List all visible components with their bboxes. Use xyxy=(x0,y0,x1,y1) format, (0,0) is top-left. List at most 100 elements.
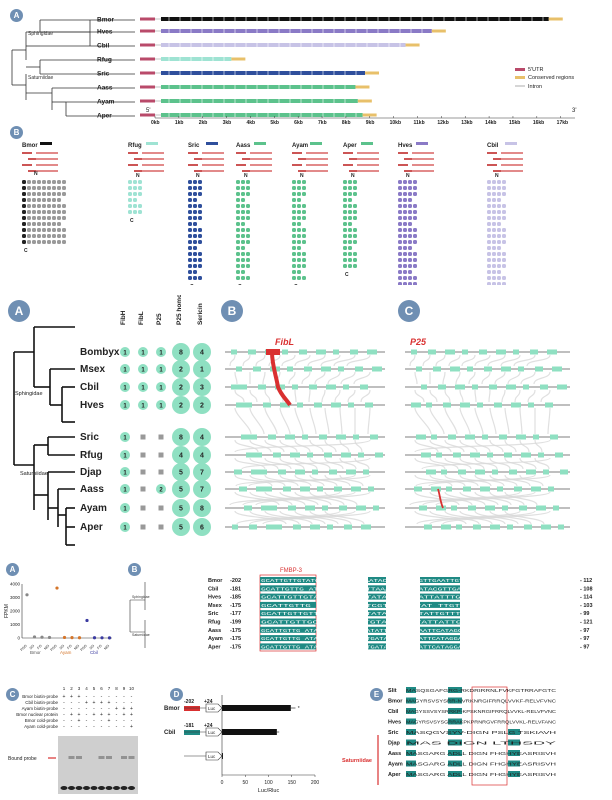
repeat-unit xyxy=(236,186,240,190)
repeat-unit xyxy=(398,270,402,274)
condition-sign: - xyxy=(93,718,95,724)
gene-block xyxy=(285,434,295,440)
repeat-unit xyxy=(292,210,296,214)
gene-block xyxy=(446,486,452,492)
synteny-ribbon xyxy=(321,389,326,403)
repeat-unit xyxy=(193,180,197,184)
gene-block xyxy=(473,524,481,530)
row-sequence: GCATTGTTG CT-----CATCGTTG ATTAT TTGTTTTG… xyxy=(261,603,576,609)
c-terminus-label: C xyxy=(190,284,194,285)
repeat-unit xyxy=(188,270,192,274)
gene-structure-aass xyxy=(140,85,370,89)
repeat-unit xyxy=(413,240,417,244)
x-tick-label-d3: 100 xyxy=(264,780,273,786)
repeat-unit xyxy=(408,240,412,244)
condition-sign: - xyxy=(123,694,125,700)
repeat-unit xyxy=(487,282,491,285)
protein-sequence: MASQGVSYV-DIGN PSLG TSKIAVH xyxy=(406,730,556,735)
repeat-unit xyxy=(492,246,496,250)
count-value: 1 xyxy=(159,403,163,409)
count-value: 1 xyxy=(123,367,127,373)
motif-text-mark xyxy=(250,158,272,160)
three-prime-label: 3' xyxy=(572,108,576,114)
repeat-unit xyxy=(398,180,402,184)
conserved-residue xyxy=(448,708,462,714)
repeat-unit xyxy=(198,240,202,244)
synteny-ribbon xyxy=(242,354,251,367)
repeat-unit xyxy=(241,216,245,220)
repeat-unit xyxy=(198,258,202,262)
motif-text-mark xyxy=(357,152,379,154)
n-terminus-label: N xyxy=(136,173,140,179)
synteny-ribbon xyxy=(494,371,506,385)
gene-block xyxy=(236,366,242,372)
gene-block xyxy=(451,505,457,511)
n-terminus-label: N xyxy=(196,173,200,179)
synteny-ribbon xyxy=(429,407,445,435)
gene-block xyxy=(465,434,475,440)
repeat-unit xyxy=(297,270,301,274)
synteny-ribbon xyxy=(353,371,371,385)
gene-block xyxy=(268,434,276,440)
repeat-unit xyxy=(413,180,417,184)
free-probe-band xyxy=(105,786,113,790)
fpkm-point xyxy=(62,635,67,640)
repeat-unit xyxy=(487,180,491,184)
repeat-unit xyxy=(27,222,31,226)
synteny-ribbon xyxy=(429,457,459,470)
row-start: -202 xyxy=(230,578,241,584)
repeat-unit xyxy=(27,192,31,196)
count-value: 5 xyxy=(179,469,183,476)
row-end: - 97 xyxy=(580,644,589,650)
repeat-unit xyxy=(133,204,137,208)
repeat-unit xyxy=(22,234,26,238)
row-sequence: GCATTGTTG ATACGGTTAACTATATATTATTGTTTAATT… xyxy=(261,628,576,634)
condition-sign: - xyxy=(86,718,88,724)
gene-block xyxy=(411,402,421,408)
motif-mark xyxy=(349,158,359,160)
repeat-unit xyxy=(487,276,491,280)
repeat-unit xyxy=(236,228,240,232)
count-circle xyxy=(120,400,130,410)
repeat-unit xyxy=(413,192,417,196)
repeat-unit xyxy=(343,186,347,190)
gene-label-fibl: FibL xyxy=(275,337,294,347)
condition-sign: - xyxy=(93,694,95,700)
gene-block xyxy=(312,469,318,475)
gene-block xyxy=(299,349,307,355)
gene-block xyxy=(297,402,303,408)
x-tick-label: MG xyxy=(103,644,110,651)
x-tick-label-d3: 150 xyxy=(288,780,297,786)
absent-marker xyxy=(158,452,164,458)
gene-block xyxy=(309,384,317,390)
gene-block xyxy=(246,452,256,458)
conserved-residue xyxy=(406,697,416,704)
construct-name: Cbil xyxy=(164,730,176,736)
count-circle xyxy=(193,378,211,396)
repeat-unit xyxy=(52,204,56,208)
repeat-unit xyxy=(497,192,501,196)
gene-block xyxy=(436,505,446,511)
repeat-unit xyxy=(22,222,26,226)
repeat-unit xyxy=(403,282,407,285)
condition-sign: - xyxy=(93,724,95,730)
synteny-ribbon xyxy=(327,371,341,385)
synteny-ribbon xyxy=(459,389,464,403)
utr-segment xyxy=(140,85,155,89)
synteny-ribbon xyxy=(414,457,446,470)
repeat-unit xyxy=(246,258,250,262)
gene-block xyxy=(526,469,536,475)
species-name-a1-sric: Sric xyxy=(97,71,110,78)
conserved-segment xyxy=(357,99,372,103)
synteny-ribbon xyxy=(234,457,266,470)
free-probe-band xyxy=(98,786,105,790)
synteny-ribbon xyxy=(249,491,293,506)
species-name-a1-hves: Hves xyxy=(97,29,113,36)
condition-sign: - xyxy=(123,724,125,730)
condition-sign: + xyxy=(78,712,81,718)
count-value: 1 xyxy=(123,350,127,356)
conserved-residue xyxy=(448,771,462,777)
repeat-unit xyxy=(42,216,46,220)
